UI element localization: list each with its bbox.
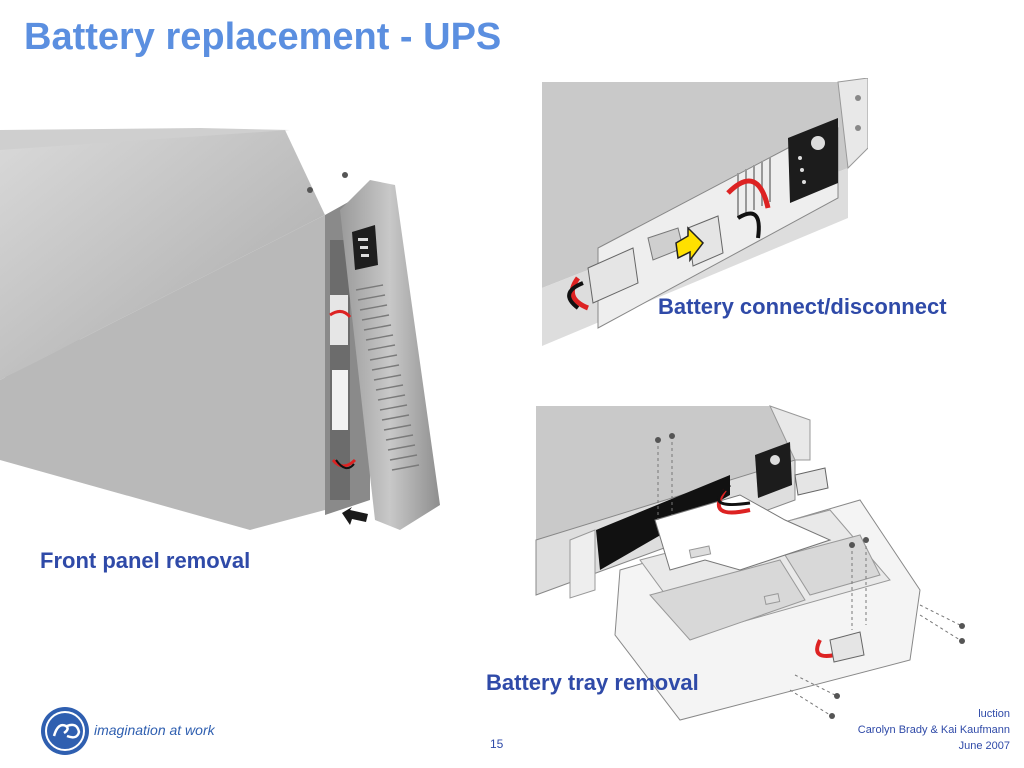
caption-front-panel: Front panel removal [40, 548, 251, 573]
battery-tray-illustration [530, 400, 975, 730]
caption-battery-connect: Battery connect/disconnect [658, 294, 947, 319]
logo-tagline: imagination at work [94, 722, 215, 738]
caption-battery-tray: Battery tray removal [486, 670, 699, 695]
ge-logo-icon [41, 707, 89, 755]
footer-line-3: June 2007 [958, 740, 1010, 752]
footer-line-2: Carolyn Brady & Kai Kaufmann [857, 724, 1010, 736]
ups-front-panel-illustration [0, 128, 440, 530]
footer-line-1: luction [978, 708, 1010, 720]
footer-info: luction Carolyn Brady & Kai Kaufmann Jun… [858, 706, 1010, 754]
page-number: 15 [490, 737, 504, 751]
slide-title: Battery replacement - UPS [24, 16, 502, 58]
battery-connect-illustration [538, 78, 868, 348]
